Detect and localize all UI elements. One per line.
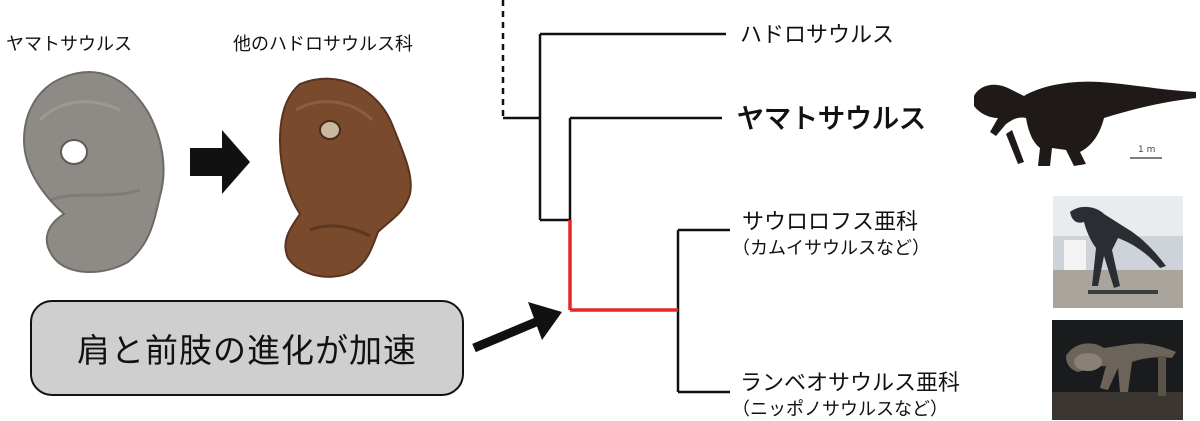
yamatosaurus-coracoid-image: [22, 71, 165, 273]
phylogenetic-tree: [501, 0, 730, 394]
tree-label-saurolophinae: サウロロフス亜科: [742, 210, 919, 235]
callout-arrow: [472, 302, 562, 353]
highlight-branch: [568, 220, 678, 312]
nipponosaurus-skeleton-photo: [1052, 320, 1183, 420]
tree-label-saurolophinae-examples: （カムイサウルスなど）: [732, 238, 930, 259]
tree-label-lambeosaurinae-examples: （ニッポノサウルスなど）: [732, 399, 948, 420]
caption-other-hadrosaurids: 他のハドロサウルス科: [233, 34, 413, 55]
tree-label-yamatosaurus: ヤマトサウルス: [737, 104, 926, 135]
yamatosaurus-silhouette: [974, 81, 1196, 166]
callout-text: 肩と前肢の進化が加速: [77, 331, 417, 370]
caption-yamatosaurus: ヤマトサウルス: [6, 34, 132, 55]
comparison-arrow: [190, 130, 250, 194]
evolution-callout: 肩と前肢の進化が加速: [30, 300, 464, 396]
tree-label-hadrosaurus: ハドロサウルス: [740, 23, 895, 48]
tree-label-lambeosaurinae: ランベオサウルス亜科: [740, 371, 961, 396]
scale-bar-label: 1 m: [1138, 145, 1156, 155]
kamuysaurus-skeleton-photo: [1053, 196, 1183, 308]
hadrosaurid-coracoid-image: [278, 77, 412, 278]
